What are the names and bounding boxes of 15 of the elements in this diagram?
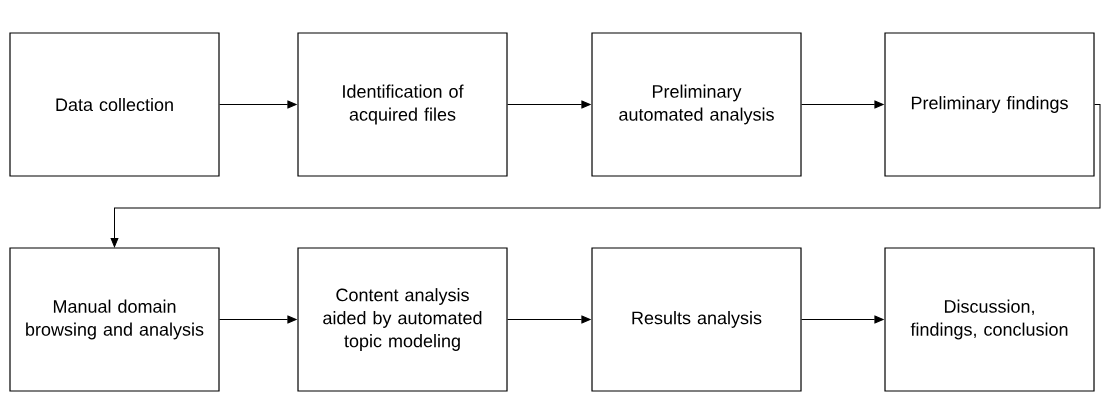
process-box: Identification of acquired files	[297, 32, 508, 177]
process-box: Discussion, findings, conclusion	[884, 247, 1095, 392]
process-box: Manual domain browsing and analysis	[9, 247, 220, 392]
arrow	[507, 315, 591, 324]
arrow	[507, 100, 591, 109]
process-box: Data collection	[9, 32, 220, 177]
arrow	[219, 315, 297, 324]
process-box: Results analysis	[591, 247, 802, 392]
process-box: Preliminary automated analysis	[591, 32, 802, 177]
process-box: Content analysis aided by automated topic modeling	[297, 247, 508, 392]
arrow	[219, 100, 297, 109]
process-box: Preliminary findings	[884, 32, 1095, 177]
arrow	[801, 315, 884, 324]
arrow	[801, 100, 884, 109]
arrow	[110, 104, 1101, 248]
